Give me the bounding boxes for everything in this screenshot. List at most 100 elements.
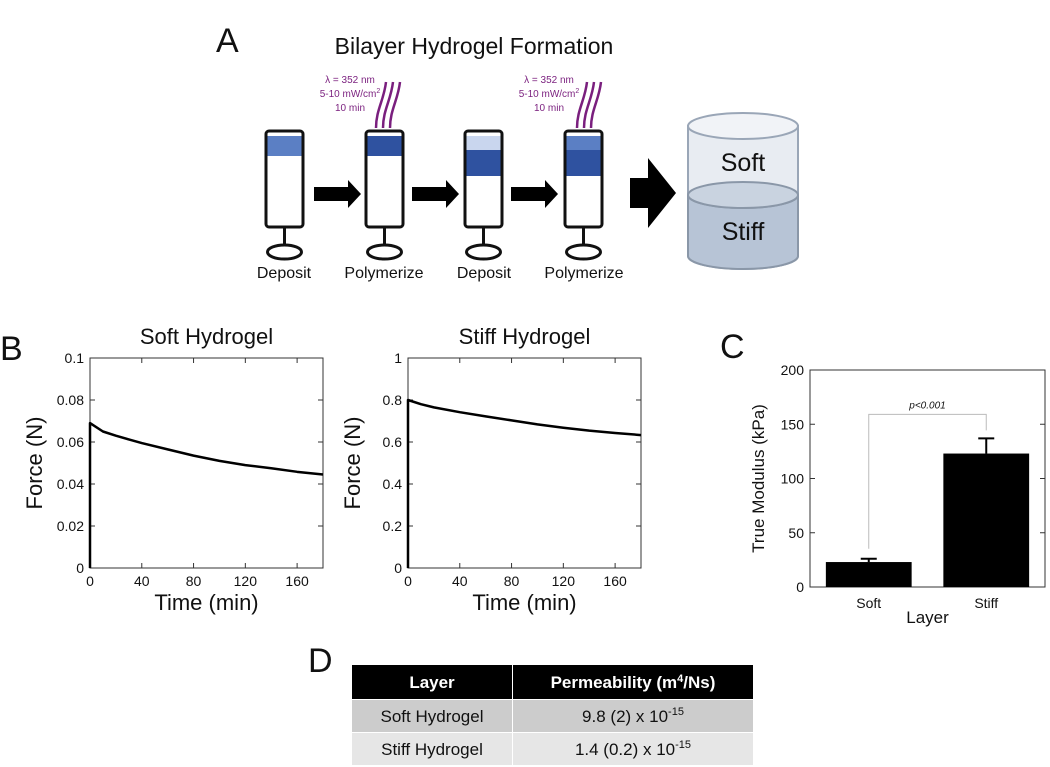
y-tick-label: 0.1 xyxy=(65,350,85,366)
y-tick-label: 150 xyxy=(781,416,805,432)
uv-line-duration: 10 min xyxy=(534,103,564,114)
y-tick-label: 200 xyxy=(781,362,805,378)
header-cell-layer xyxy=(352,665,512,699)
x-tick-label: 160 xyxy=(285,573,309,589)
gel-top-layer xyxy=(465,136,502,150)
y-tick-label: 0 xyxy=(76,560,84,576)
y-axis-title: Force (N) xyxy=(340,417,365,510)
header-cell-permeability xyxy=(513,665,753,699)
y-tick-label: 0.4 xyxy=(383,476,403,492)
uv-rays-icon xyxy=(374,81,402,129)
x-tick-label: 160 xyxy=(603,573,627,589)
uv-note-1: λ = 352 nm 5-10 mW/cm2 10 min xyxy=(320,75,402,129)
step-label-4: Polymerize xyxy=(544,265,623,282)
uv-line-intensity: 5-10 mW/cm2 xyxy=(519,88,580,100)
arrow-right-icon xyxy=(511,180,558,208)
x-axis-title: Time (min) xyxy=(472,590,576,615)
header-layer: Layer xyxy=(409,673,455,692)
syringe-polymerize-2 xyxy=(563,129,604,261)
y-tick-label: 0.08 xyxy=(57,392,84,408)
x-tick-label: 0 xyxy=(86,573,94,589)
force-series-line xyxy=(88,421,324,568)
uv-line-duration: 10 min xyxy=(335,103,365,114)
y-tick-label: 0 xyxy=(394,560,402,576)
significance-bracket xyxy=(868,413,987,549)
syringe-deposit-1 xyxy=(264,129,305,261)
x-tick-label: 40 xyxy=(452,573,468,589)
table-row xyxy=(352,733,512,765)
uv-line-intensity: 5-10 mW/cm2 xyxy=(320,88,381,100)
chart-title: Stiff Hydrogel xyxy=(459,324,591,349)
gel-bottom-layer xyxy=(565,150,602,176)
y-tick-label: 0.2 xyxy=(383,518,403,534)
x-tick-label: 0 xyxy=(404,573,412,589)
y-tick-label: 0.8 xyxy=(383,392,403,408)
table-row xyxy=(352,700,512,732)
table-row xyxy=(513,700,753,732)
stiff-layer-label: Stiff xyxy=(722,218,765,246)
arrow-right-icon xyxy=(314,180,361,208)
plunger-base xyxy=(266,243,303,261)
bar-soft xyxy=(825,562,912,587)
panel-a: A Bilayer Hydrogel Formation λ = 352 nm … xyxy=(216,22,799,282)
y-tick-label: 50 xyxy=(788,525,804,541)
chart-title: Soft Hydrogel xyxy=(140,324,273,349)
arrow-right-icon xyxy=(412,180,459,208)
x-axis-title: Time (min) xyxy=(154,590,258,615)
gel-top-layer xyxy=(565,136,602,150)
force-series-line xyxy=(406,398,642,568)
layer-interface xyxy=(687,181,799,209)
y-tick-label: 0.02 xyxy=(57,518,84,534)
x-tick-label: 40 xyxy=(134,573,150,589)
uv-rays-icon xyxy=(575,81,603,129)
x-tick-label: 80 xyxy=(186,573,202,589)
y-tick-label: 0.06 xyxy=(57,434,84,450)
y-axis-title: Force (N) xyxy=(22,417,47,510)
y-axis-title: True Modulus (kPa) xyxy=(749,404,768,553)
permeability-table: Layer Permeability (m4/Ns) Soft Hydrogel… xyxy=(352,665,753,765)
soft-layer-label: Soft xyxy=(721,149,766,177)
x-axis-title: Layer xyxy=(906,608,949,627)
row1-layer: Soft Hydrogel xyxy=(381,707,484,726)
step-label-1: Deposit xyxy=(257,265,312,282)
plot-frame xyxy=(89,357,324,569)
row1-permeability: 9.8 (2) x 10-15 xyxy=(582,706,684,726)
y-tick-label: 0 xyxy=(796,579,804,595)
process-title: Bilayer Hydrogel Formation xyxy=(335,33,614,59)
header-permeability: Permeability (m4/Ns) xyxy=(551,673,716,692)
table-row xyxy=(513,733,753,765)
x-tick-label: 120 xyxy=(234,573,258,589)
row2-permeability: 1.4 (0.2) x 10-15 xyxy=(575,739,691,759)
bilayer-cylinder xyxy=(687,112,799,270)
gel-layer xyxy=(366,136,403,156)
panel-label-c: C xyxy=(720,328,745,366)
x-tick-label: 120 xyxy=(552,573,576,589)
y-tick-label: 100 xyxy=(781,471,805,487)
panel-label-b: B xyxy=(0,330,23,368)
panel-label-a: A xyxy=(216,22,239,60)
x-category-label: Stiff xyxy=(974,595,998,611)
uv-line-wavelength: λ = 352 nm xyxy=(524,75,574,86)
uv-line-wavelength: λ = 352 nm xyxy=(325,75,375,86)
cylinder-top xyxy=(687,112,799,140)
stiff-hydrogel-chart: Stiff Hydrogel 0 0.2 0.4 0.6 0.8 1 0 40 80 120 160T… xyxy=(340,324,642,615)
uv-note-2: λ = 352 nm 5-10 mW/cm2 10 min xyxy=(519,75,603,129)
row2-layer: Stiff Hydrogel xyxy=(381,740,483,759)
gel-bottom-layer xyxy=(465,150,502,176)
plunger-base xyxy=(565,243,602,261)
bar-stiff xyxy=(943,453,1030,587)
big-arrow-right-icon xyxy=(630,158,676,228)
x-tick-label: 80 xyxy=(504,573,520,589)
syringe-deposit-2 xyxy=(463,129,504,261)
y-tick-label: 0.6 xyxy=(383,434,403,450)
plunger-base xyxy=(366,243,403,261)
syringe-polymerize-1 xyxy=(364,129,405,261)
y-tick-label: 1 xyxy=(394,350,402,366)
plot-frame xyxy=(407,357,642,569)
gel-layer xyxy=(266,136,303,156)
p-value-annotation: p<0.001 xyxy=(908,400,945,411)
step-label-3: Deposit xyxy=(457,265,512,282)
